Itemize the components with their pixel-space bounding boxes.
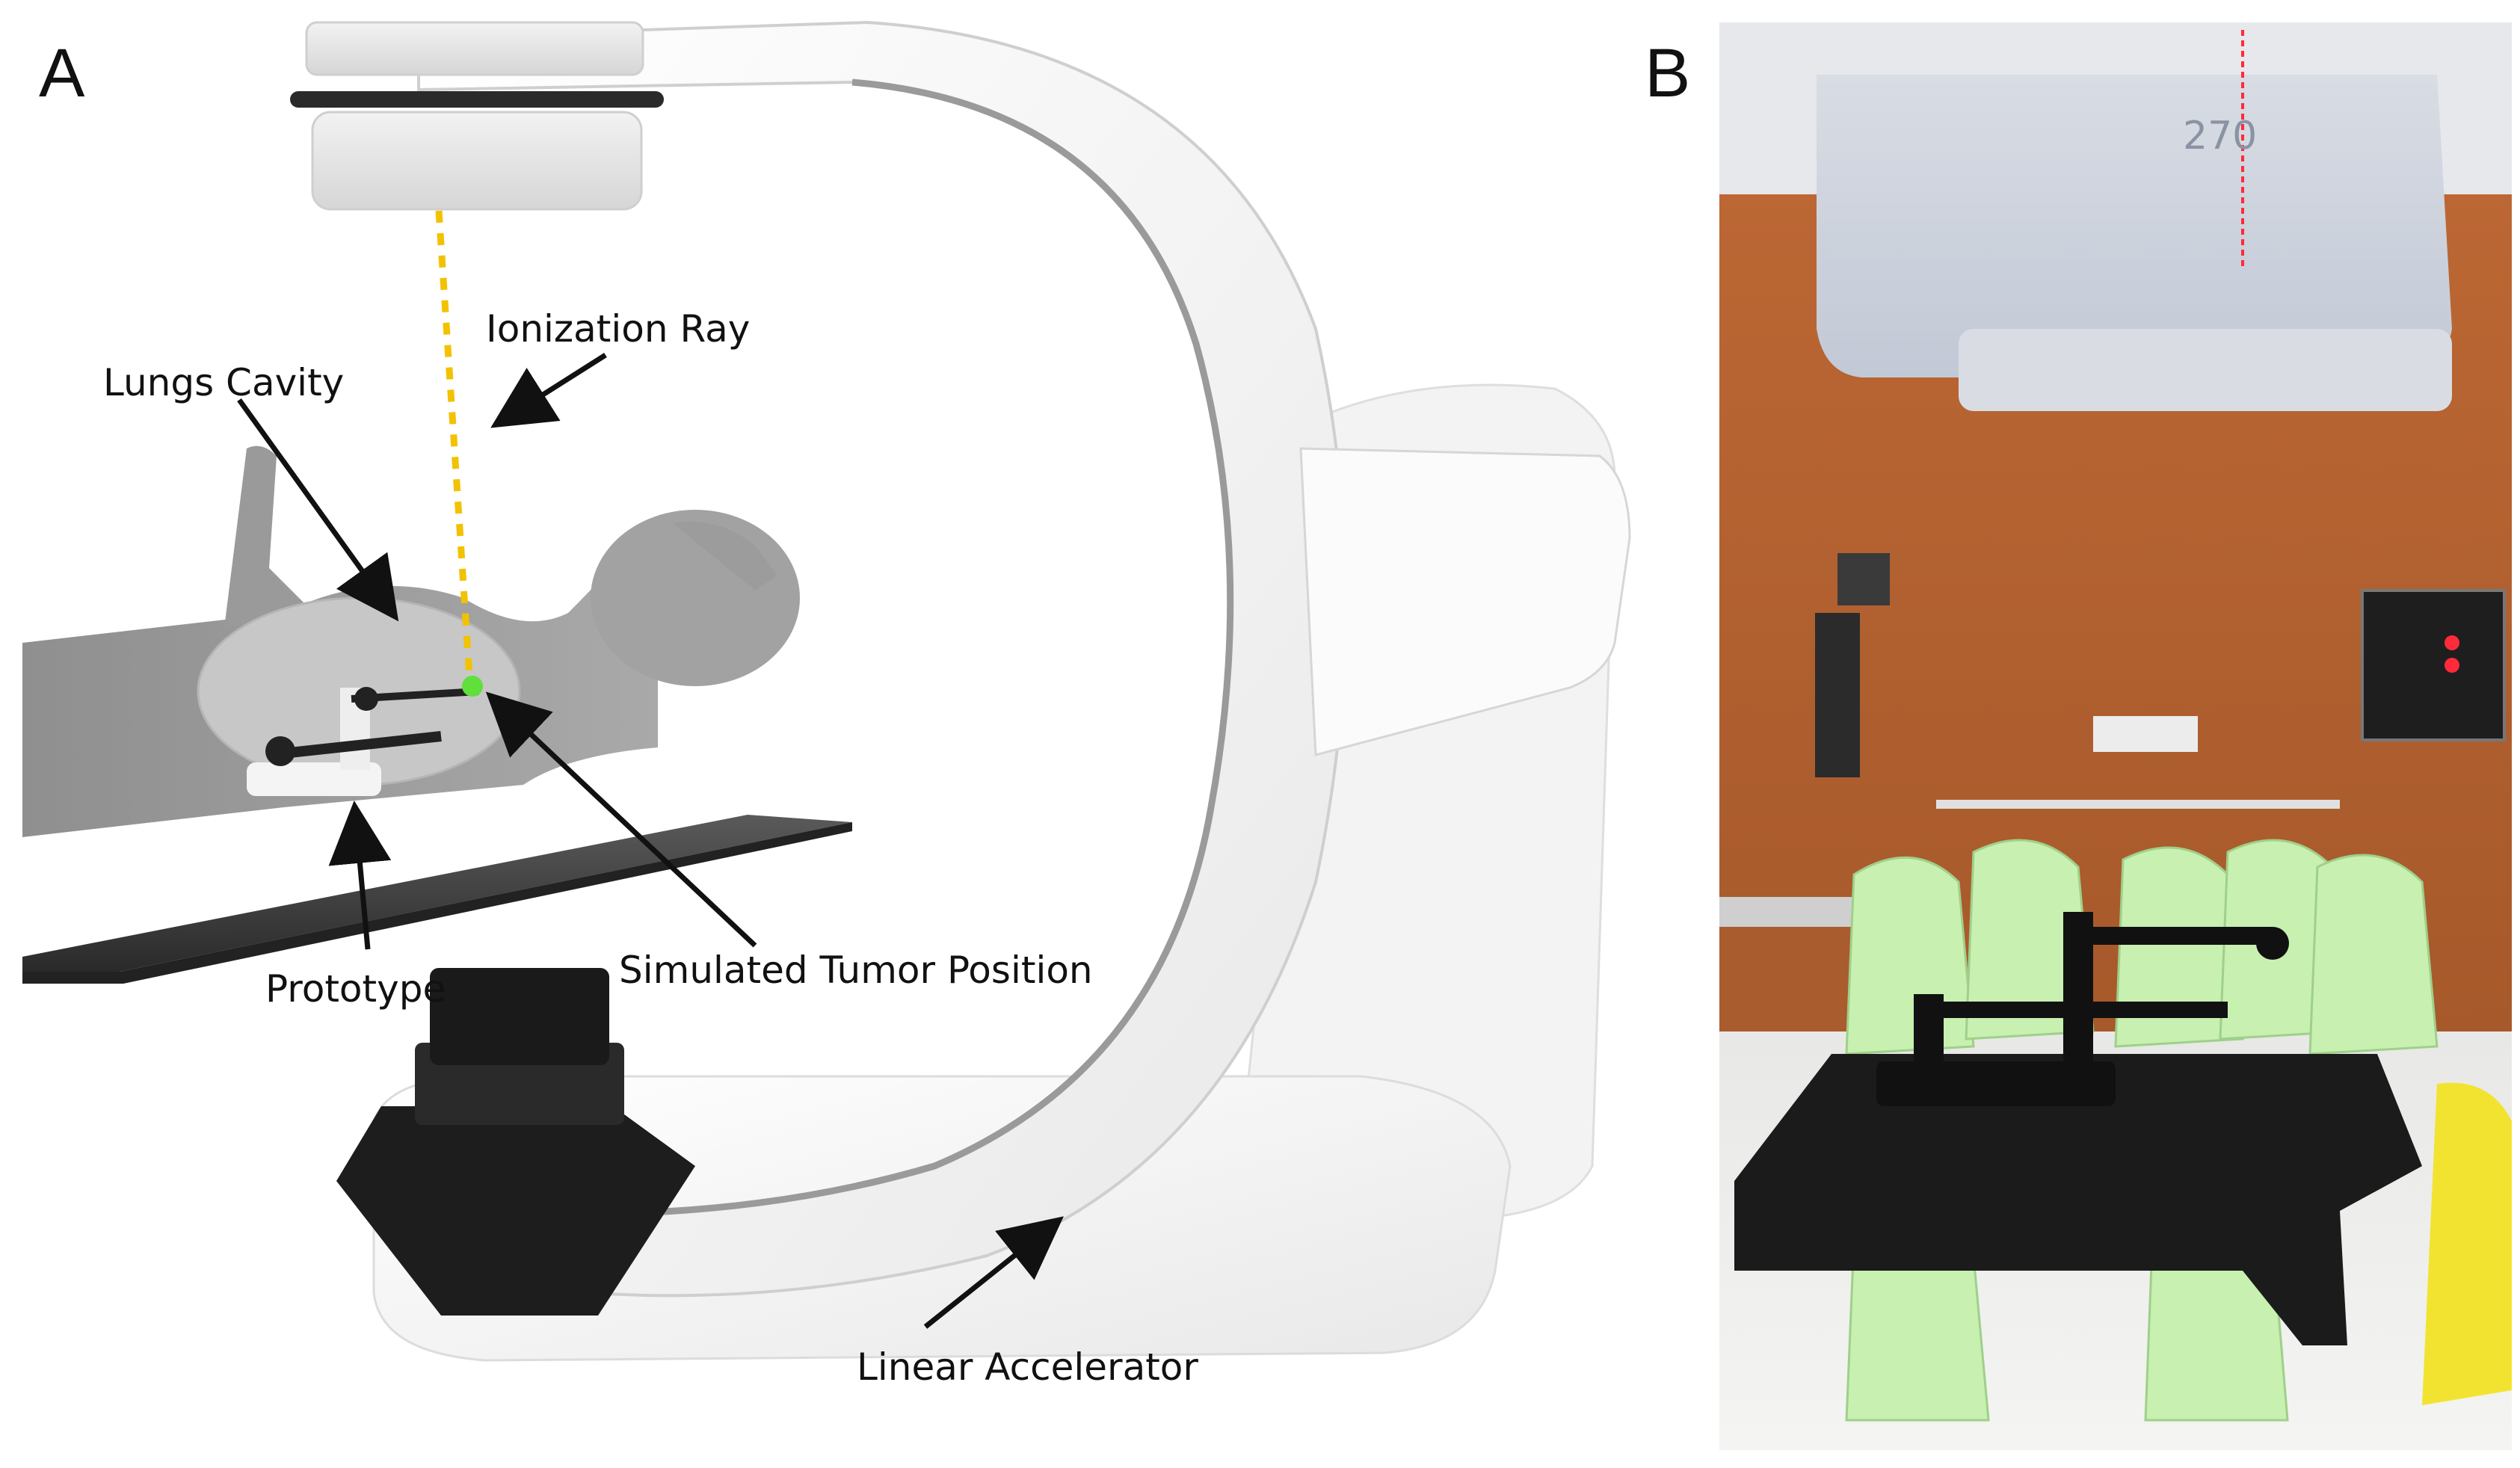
label-ionization-ray: Ionization Ray (486, 307, 751, 351)
couch-top (1734, 1054, 2422, 1345)
simulated-tumor (462, 676, 483, 697)
collimator-housing (1959, 329, 2452, 411)
imaging-detector (336, 968, 695, 1316)
prototype-device (247, 687, 479, 796)
speaker (1815, 613, 1860, 777)
panel-label-a: A (39, 35, 85, 111)
panel-a-illustration (22, 20, 1631, 1362)
prototype-on-couch (1876, 912, 2289, 1106)
panel-b-photo (1719, 22, 2512, 1450)
power-outlets (2093, 716, 2198, 752)
gantry-angle-readout: 270 (2183, 114, 2258, 158)
c-arm-inner-edge (485, 78, 1234, 1218)
wall-monitor (2361, 589, 2506, 741)
linac-collimator (311, 111, 643, 211)
gantry-hinge (1299, 447, 1631, 756)
label-prototype: Prototype (265, 967, 446, 1011)
yellow-bag (2422, 1082, 2512, 1405)
thermoplastic-masks (1845, 839, 2439, 1422)
panel-label-b: B (1645, 35, 1691, 111)
linac-head-ring (290, 91, 664, 108)
gantry-head (1817, 75, 2452, 377)
ionization-ray (435, 210, 473, 677)
label-linear-accelerator: Linear Accelerator (857, 1345, 1198, 1389)
linac-head-collar (305, 21, 644, 76)
annotation-arrows (237, 353, 1064, 1329)
label-lungs-cavity: Lungs Cavity (103, 361, 345, 404)
treatment-couch (22, 815, 852, 972)
label-simulated-tumor-position: Simulated Tumor Position (619, 949, 1093, 992)
